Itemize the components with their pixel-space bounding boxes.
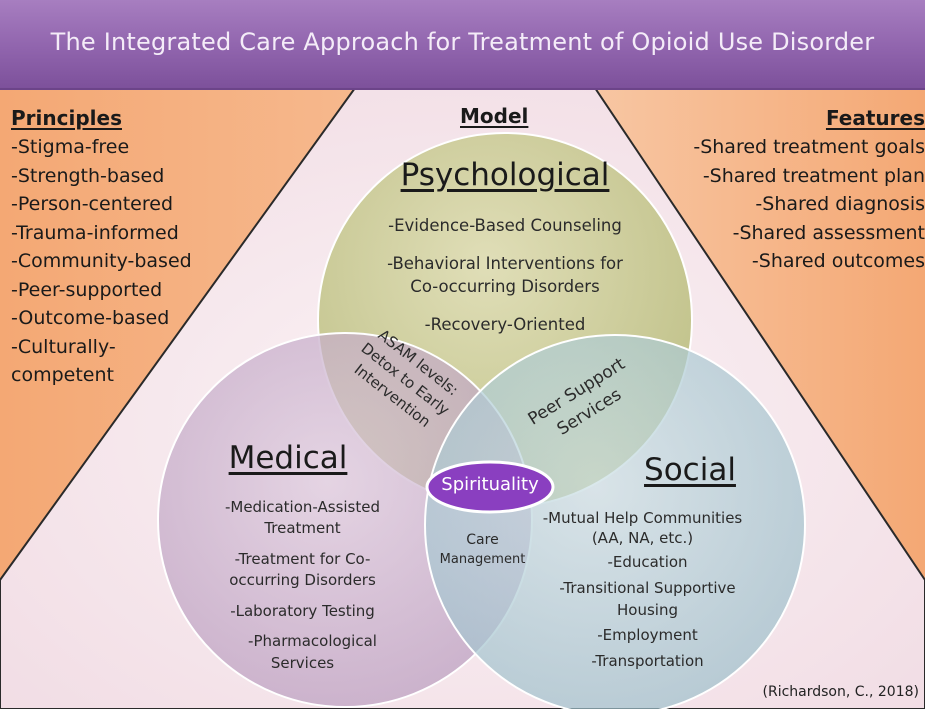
psych-item: Co-occurring Disorders: [410, 277, 600, 296]
psych-item: -Recovery-Oriented: [424, 315, 586, 334]
social-item: -Education: [607, 553, 688, 571]
model-heading: Model: [460, 104, 529, 128]
spirituality-ellipse: [425, 460, 555, 514]
principle-item: -Community-based: [11, 250, 192, 272]
features-list: -Shared treatment goals -Shared treatmen…: [693, 133, 925, 276]
psych-item: -Behavioral Interventions for: [387, 254, 623, 273]
medical-item: -Medication-Assisted: [224, 498, 381, 516]
medical-item: -Laboratory Testing: [230, 602, 375, 620]
principle-item: -Stigma-free: [11, 136, 130, 158]
principles-list: -Stigma-free -Strength-based -Person-cen…: [11, 133, 192, 390]
citation: (Richardson, C., 2018): [762, 684, 919, 700]
medical-title: Medical: [228, 440, 348, 476]
medical-item: -Pharmacological: [248, 632, 377, 650]
principle-item: -Outcome-based: [11, 307, 170, 329]
principle-item: -Person-centered: [11, 193, 174, 215]
feature-item: -Shared treatment plan: [702, 164, 925, 187]
care-line: Management: [439, 552, 526, 567]
title-bar: The Integrated Care Approach for Treatme…: [0, 0, 925, 90]
principle-item: -Peer-supported: [11, 278, 163, 301]
care-line: Care: [466, 532, 499, 548]
medical-item: -Treatment for Co-: [234, 550, 371, 568]
principle-item: -Trauma-informed: [11, 221, 179, 244]
social-title: Social: [644, 452, 736, 488]
medical-item: occurring Disorders: [229, 571, 376, 589]
principle-item: competent: [11, 364, 114, 386]
social-item: Housing: [617, 601, 678, 619]
social-item: -Transitional Supportive: [559, 579, 736, 597]
social-circle: [424, 334, 806, 709]
medical-item: Treatment: [264, 519, 341, 537]
principle-item: -Culturally-: [11, 335, 116, 358]
care-management-label: Care Management: [420, 530, 545, 570]
psychological-title: Psychological: [400, 157, 610, 193]
feature-item: -Shared outcomes: [751, 250, 925, 272]
social-item: -Employment: [597, 626, 698, 644]
spirituality-label: Spirituality: [441, 474, 539, 495]
social-item: -Mutual Help Communities: [542, 509, 743, 527]
medical-item: Services: [270, 654, 335, 672]
psych-item: -Evidence-Based Counseling: [388, 216, 622, 235]
social-item: (AA, NA, etc.): [591, 529, 694, 547]
feature-item: -Shared assessment: [732, 221, 925, 244]
principle-item: -Strength-based: [11, 164, 165, 187]
page-title: The Integrated Care Approach for Treatme…: [50, 28, 875, 56]
features-heading: Features: [825, 106, 925, 130]
feature-item: -Shared diagnosis: [755, 193, 925, 215]
social-item: -Transportation: [591, 652, 704, 670]
feature-item: -Shared treatment goals: [693, 136, 925, 158]
principles-heading: Principles: [11, 106, 122, 130]
